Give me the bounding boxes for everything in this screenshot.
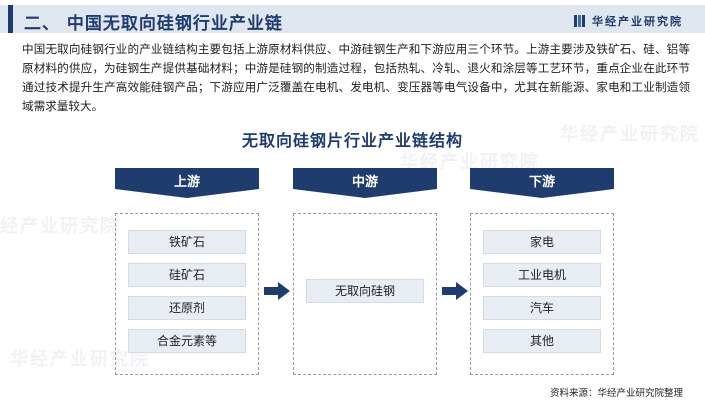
downstream-item: 其他 [483,329,601,353]
upstream-item: 还原剂 [128,296,246,320]
upstream-item: 硅矿石 [128,263,246,287]
upstream-item: 合金元素等 [128,329,246,353]
stage-header-downstream: 下游 [470,168,614,198]
downstream-item: 工业电机 [483,263,601,287]
watermark: 华经产业研究院 [0,216,120,237]
intro-paragraph: 中国无取向硅钢行业的产业链结构主要包括上游原材料供应、中游硅钢生产和下游应用三个… [22,42,690,113]
stage-box-downstream: 家电 工业电机 汽车 其他 [470,213,614,375]
stage-header-upstream: 上游 [115,168,259,198]
brand-logo-icon [574,15,588,27]
brand-name: 华经产业研究院 [592,15,683,28]
page-title: 二、 中国无取向硅钢行业产业链 [24,14,283,34]
header-accent [8,5,13,33]
upstream-item: 铁矿石 [128,230,246,254]
section-header: 二、 中国无取向硅钢行业产业链 华经产业研究院 [0,5,705,34]
downstream-item: 家电 [483,230,601,254]
diagram-title: 无取向硅钢片行业产业链结构 [241,131,463,150]
source-note: 资料来源：华经产业研究院整理 [549,388,683,399]
stage-box-upstream: 铁矿石 硅矿石 还原剂 合金元素等 [115,213,259,375]
midstream-item: 无取向硅钢 [306,279,424,303]
downstream-item: 汽车 [483,296,601,320]
brand: 华经产业研究院 [574,13,683,29]
flow-arrow-icon [264,282,290,300]
stage-box-midstream: 无取向硅钢 [293,213,437,375]
flow-arrow-icon [442,282,468,300]
stage-header-midstream: 中游 [293,168,437,198]
